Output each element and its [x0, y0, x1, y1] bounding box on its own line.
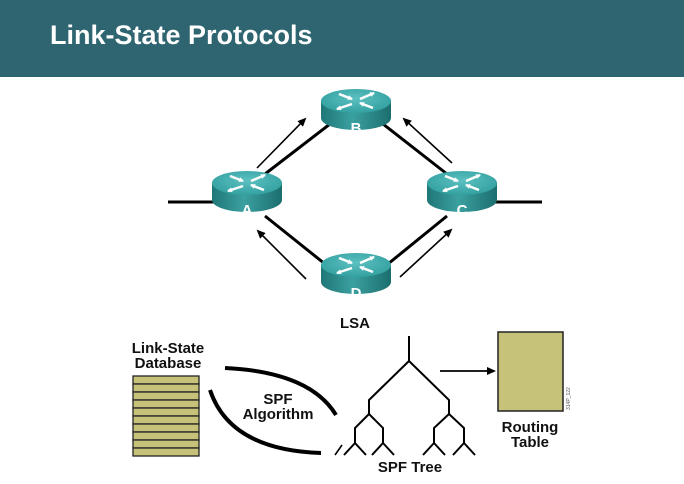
database-row: [132, 375, 200, 385]
database-row: [132, 447, 200, 457]
algorithm-label-line1: SPF: [263, 391, 293, 408]
lsa-label: LSA: [340, 315, 370, 332]
database-label-line2: Database: [134, 355, 202, 372]
router-c-label: C: [457, 202, 468, 219]
title-bar: Link-State Protocols: [0, 0, 684, 77]
link-a-d: [264, 214, 331, 270]
algorithm-arc-upper: [224, 366, 338, 417]
algorithm-arc-lower: [208, 389, 322, 455]
router-b-label: B: [351, 120, 362, 137]
link-d-c: [382, 214, 448, 270]
spf-tree-icon: [343, 336, 476, 456]
database-row: [132, 399, 200, 409]
database-row: [132, 423, 200, 433]
router-d: D: [321, 253, 391, 302]
algorithm-label-line2: Algorithm: [242, 406, 314, 423]
database-row: [132, 431, 200, 441]
algorithm-arc-tail: [334, 444, 343, 456]
flood-arrow-a-to-b: [256, 117, 307, 169]
link-a-b: [264, 122, 331, 176]
routing-table-label-line2: Table: [510, 434, 550, 451]
figure-id: 314P_122: [566, 387, 572, 410]
database-row: [132, 415, 200, 425]
flood-arrow-d-to-c: [399, 228, 453, 278]
database-stack-icon: [132, 375, 200, 457]
router-b: B: [321, 89, 391, 137]
database-row: [132, 439, 200, 449]
database-label-line1: Link-State: [131, 340, 205, 357]
router-a-label: A: [242, 202, 253, 219]
router-a: A: [212, 171, 282, 219]
database-row: [132, 407, 200, 417]
routing-table-icon: [497, 331, 564, 412]
flood-arrow-d-to-a: [256, 229, 307, 280]
slide-title: Link-State Protocols: [50, 20, 313, 50]
flood-arrow-c-to-b: [402, 117, 453, 164]
spf-tree-label: SPF Tree: [377, 459, 443, 476]
link-b-c: [382, 122, 448, 176]
database-row: [132, 391, 200, 401]
router-d-label: D: [351, 285, 362, 302]
routing-table-label-line1: Routing: [501, 419, 559, 436]
database-row: [132, 383, 200, 393]
router-c: C: [427, 171, 497, 219]
